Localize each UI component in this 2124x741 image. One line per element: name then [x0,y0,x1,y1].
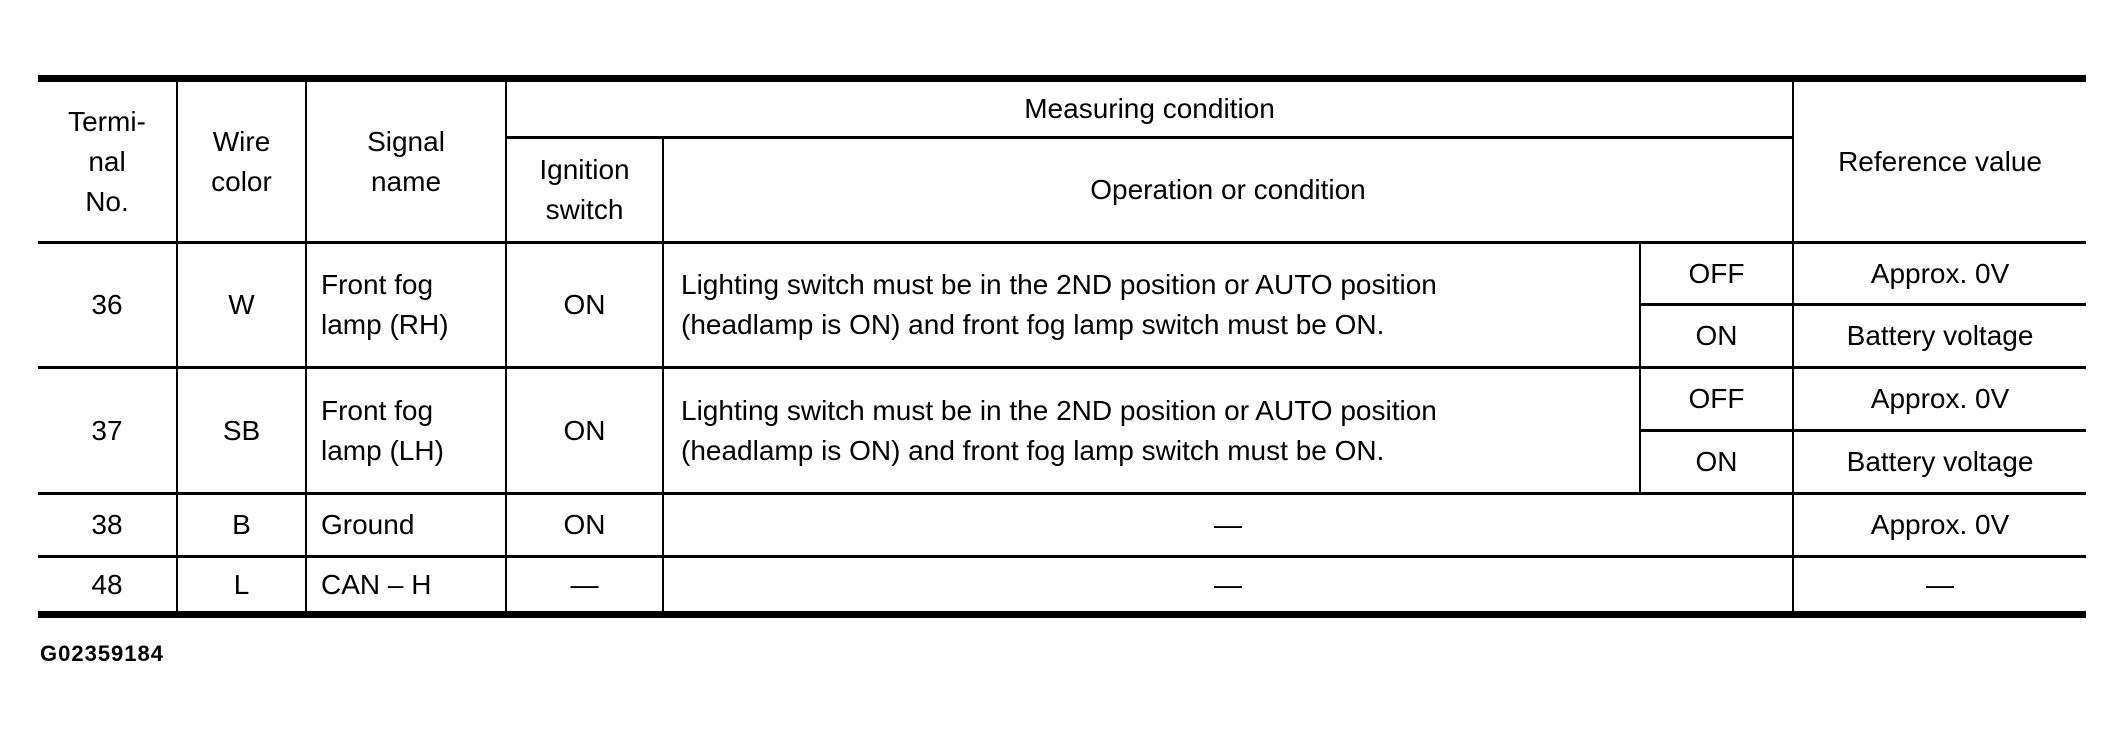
condition-line2: (headlamp is ON) and front fog lamp swit… [681,434,1385,466]
ignition-switch-cell: ON [505,241,664,369]
signal-name-cell: CAN – H [305,555,507,616]
header-terminal-line2: nal [88,145,126,177]
condition-line2: (headlamp is ON) and front fog lamp swit… [681,309,1385,340]
ignition-switch-cell: — [505,555,664,616]
header-operation-condition: Operation or condition [661,136,1794,244]
terminal-no-cell: 48 [38,555,178,616]
signal-name-cell: Ground [305,492,507,558]
header-terminal-no: Termi- nal No. [38,77,178,244]
signal-line2: lamp (LH) [321,434,444,466]
signal-line2: lamp (RH) [321,309,449,340]
header-reference-value: Reference value [1792,77,2087,244]
operation-condition-cell: Lighting switch must be in the 2ND posit… [662,366,1641,495]
signal-name-cell: Front fog lamp (LH) [305,366,507,495]
header-wire-line1: Wire [212,125,271,157]
header-wire-line2: color [211,165,272,197]
terminal-no-cell: 37 [38,366,178,495]
header-ignition-line1: Ignition [539,154,630,185]
switch-state-cell: OFF [1638,241,1795,306]
ignition-switch-cell: ON [505,366,664,495]
reference-value-cell: Battery voltage [1792,303,2087,369]
header-signal-name: Signal name [305,77,507,244]
operation-condition-cell: — [661,555,1795,616]
table-row: ON Battery voltage [38,303,2087,369]
wire-color-cell: L [176,555,307,616]
wire-color-cell: SB [176,366,307,495]
header-measuring-condition: Measuring condition [504,77,1795,139]
terminal-spec-table: Termi- nal No. Wire color Signal name Me… [38,75,2087,618]
header-wire-color: Wire color [176,77,307,244]
header-terminal-line3: No. [85,185,129,217]
table-row: 48 L CAN – H — — — [38,555,2087,616]
condition-line1: Lighting switch must be in the 2ND posit… [681,394,1437,426]
header-ignition-line2: switch [545,194,624,225]
reference-value-cell: Battery voltage [1792,429,2087,495]
signal-name-cell: Front fog lamp (RH) [305,241,507,369]
reference-value-cell: Approx. 0V [1792,241,2087,306]
header-signal-line2: name [370,165,442,197]
table-row: ON Battery voltage [38,429,2087,495]
switch-state-cell: OFF [1638,366,1795,432]
reference-value-cell: Approx. 0V [1792,366,2087,432]
header-ignition-switch: Ignition switch [506,136,664,244]
table-row: 36 W Front fog lamp (RH) ON Lighting swi… [38,241,2087,369]
operation-condition-cell: — [661,492,1795,558]
terminal-no-cell: 36 [38,241,178,369]
wire-color-cell: B [176,492,307,558]
figure-id: G02359184 [40,641,164,666]
signal-line1: Front fog [321,394,434,426]
signal-line1: Front fog [321,269,434,300]
reference-value-cell: — [1792,555,2087,616]
ignition-switch-cell: ON [505,492,664,558]
terminal-no-cell: 38 [38,492,178,558]
operation-condition-cell: Lighting switch must be in the 2ND posit… [662,241,1641,369]
table-row: 38 B Ground ON — Approx. 0V [38,492,2087,558]
switch-state-cell: ON [1640,429,1795,495]
header-terminal-line1: Termi- [68,105,146,137]
wire-color-cell: W [176,241,307,369]
header-signal-line1: Signal [367,125,445,157]
condition-line1: Lighting switch must be in the 2ND posit… [681,269,1437,300]
table-row: 37 SB Front fog lamp (LH) ON Lighting sw… [38,366,2087,495]
switch-state-cell: ON [1640,303,1795,369]
reference-value-cell: Approx. 0V [1792,492,2087,558]
